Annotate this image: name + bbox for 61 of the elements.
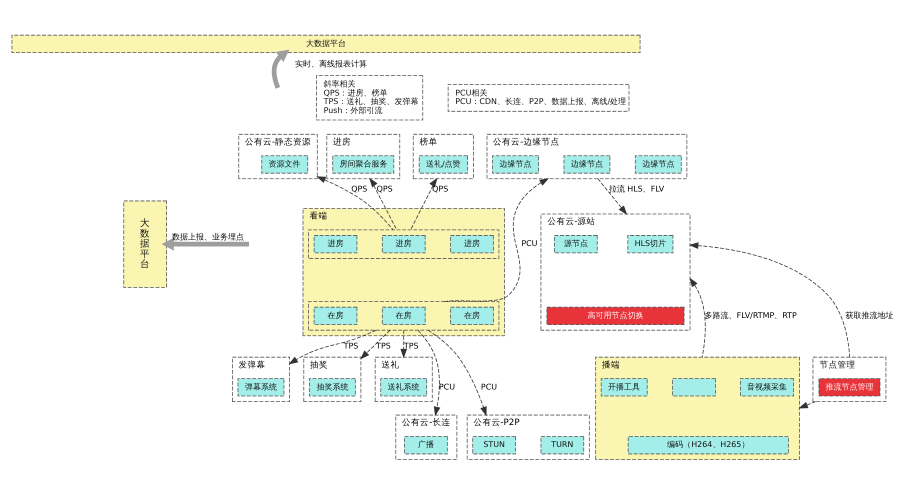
arrow bbox=[689, 277, 706, 358]
arrow bbox=[410, 177, 438, 230]
node-box: TURN bbox=[540, 436, 584, 454]
node-box: 大数据平台 bbox=[12, 34, 640, 53]
node-box bbox=[672, 378, 716, 396]
cluster bbox=[308, 300, 500, 330]
node-box: 边缘节点 bbox=[492, 154, 539, 174]
node-box: 源节点 bbox=[554, 234, 598, 253]
node-box: 高可用节点切换 bbox=[546, 306, 684, 325]
arrow bbox=[597, 178, 628, 214]
arrow bbox=[798, 400, 816, 408]
node-box: 弹幕系统 bbox=[238, 378, 284, 396]
node-box: 在房 bbox=[314, 306, 358, 325]
edge-label: 获取推流地址 bbox=[846, 310, 894, 320]
node-box: 进房 bbox=[382, 234, 426, 253]
node-box: PCU相关 PCU：CDN、长连、P2P、数据上报、离线/处理 bbox=[448, 83, 630, 112]
arrow bbox=[428, 329, 487, 416]
edge-label: QPS bbox=[351, 184, 368, 193]
arrow bbox=[316, 176, 394, 230]
node-box: 编码（H264、H265） bbox=[628, 436, 789, 454]
node-box: 推流节点管理 bbox=[818, 378, 880, 396]
node-box: 大数据平台 bbox=[123, 200, 167, 288]
node-box: 音视频采集 bbox=[740, 378, 794, 396]
node-box: 进房 bbox=[314, 234, 358, 253]
edge-label: TPS bbox=[344, 340, 358, 350]
edge-label: QPS bbox=[376, 184, 393, 193]
node-box: 斜率相关 QPS：进房、榜单 TPS：送礼、抽奖、发弹幕 Push：外部引流 bbox=[316, 74, 424, 120]
edge-label: TPS bbox=[376, 340, 391, 350]
node-box: 进房 bbox=[450, 234, 494, 253]
edge-label: TPS bbox=[404, 340, 419, 350]
edge-label: PCU bbox=[438, 382, 456, 391]
edge-label: 拉流 HLS、FLV bbox=[608, 184, 664, 193]
node-box: 抽奖系统 bbox=[308, 378, 356, 396]
node-box: 资源文件 bbox=[261, 154, 308, 174]
node-box: 边缘节点 bbox=[564, 154, 610, 174]
edge-label: PCU bbox=[521, 238, 538, 248]
edge-label: 数据上报、业务埋点 bbox=[172, 232, 244, 241]
edge-label: 多路流、FLV/RTMP、RTP bbox=[704, 310, 797, 320]
node-box: 边缘节点 bbox=[634, 154, 682, 174]
arrow bbox=[360, 329, 390, 359]
node-box: 在房 bbox=[382, 306, 426, 325]
arrow bbox=[400, 329, 408, 358]
edge-label: PCU bbox=[480, 382, 498, 391]
node-box: STUN bbox=[472, 436, 516, 454]
edge-label: 实时、离线报表计算 bbox=[295, 59, 368, 68]
arrow bbox=[688, 242, 850, 358]
cluster bbox=[308, 228, 500, 258]
node-box: HLS切片 bbox=[627, 234, 674, 253]
arrow bbox=[288, 329, 377, 364]
arrow bbox=[162, 237, 250, 250]
arrow bbox=[444, 178, 550, 302]
arrow bbox=[369, 177, 398, 230]
edge-label: QPS bbox=[432, 184, 448, 193]
arrow bbox=[418, 329, 440, 416]
node-box: 送礼系统 bbox=[380, 378, 428, 396]
node-box: 房间聚合服务 bbox=[332, 154, 394, 174]
node-box: 开播工具 bbox=[600, 378, 648, 396]
node-box: 送礼/点赞 bbox=[418, 154, 468, 174]
node-box: 在房 bbox=[450, 306, 494, 325]
arrow bbox=[272, 49, 290, 88]
node-box: 广播 bbox=[404, 436, 448, 454]
